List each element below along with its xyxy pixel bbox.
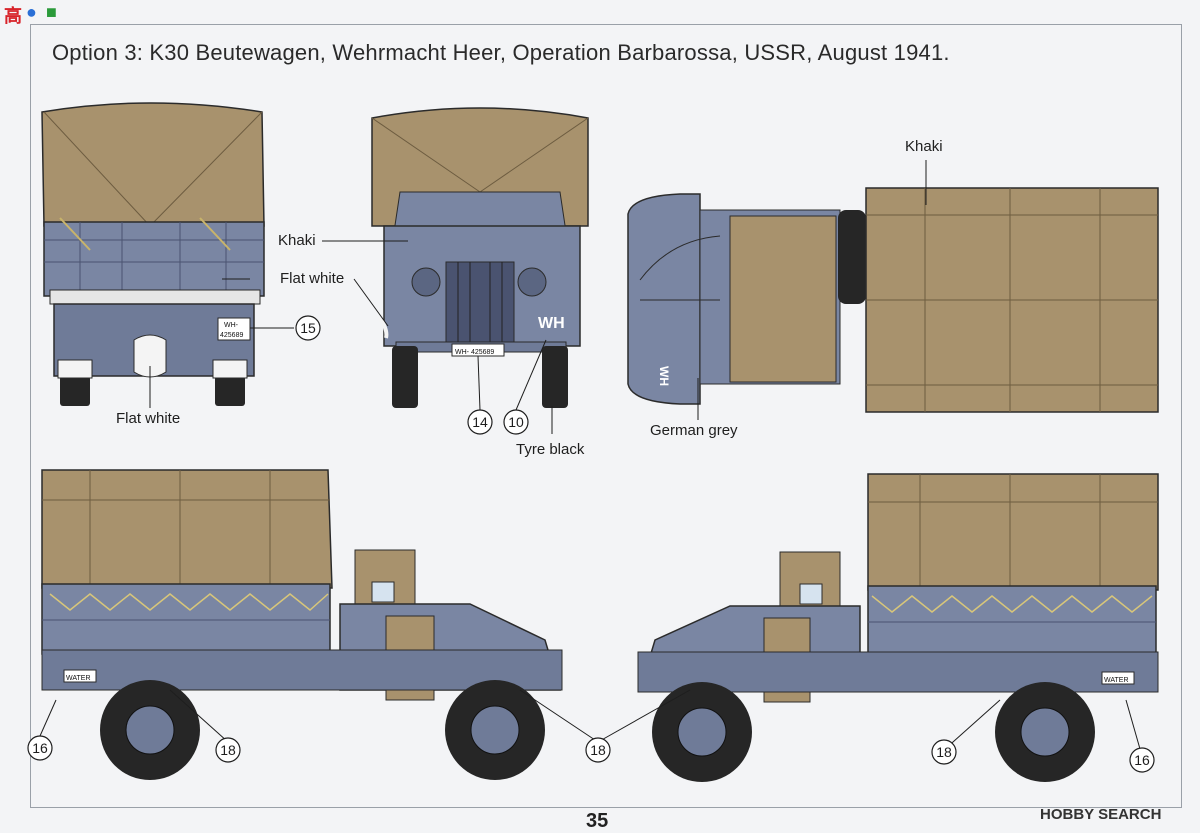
front-grille [445, 261, 515, 345]
rear-plate-bottom-text: 425689 [220, 332, 243, 339]
site-logo: 高 ● ■ [4, 2, 57, 26]
callout-16-left-circle [27, 735, 53, 761]
page-frame [30, 24, 1182, 808]
rear-tyre-left [60, 376, 90, 406]
right-side-view [637, 473, 1159, 782]
callout-16-left: 16 [32, 740, 48, 756]
page-number: 35 [586, 810, 609, 832]
right-water-stencil: WATER [1104, 677, 1129, 684]
callout-18-centre-circle [585, 737, 611, 763]
left-water-stencil-box [63, 669, 97, 683]
callout-18-right: 18 [936, 744, 952, 760]
front-view [371, 107, 589, 408]
page-title: Option 3: K30 Beutewagen, Wehrmacht Heer… [52, 40, 950, 65]
callout-15: 15 [300, 320, 316, 336]
top-spare-tyre [838, 210, 866, 304]
callout-10-circle [503, 409, 529, 435]
label-tyre-black: Tyre black [516, 441, 585, 458]
callout-14-circle [467, 409, 493, 435]
left-chassis [41, 649, 563, 691]
left-cab-window [371, 581, 395, 603]
right-water-stencil-box [1101, 671, 1135, 685]
top-cab-roof [729, 215, 837, 383]
rear-tilt-canvas [41, 102, 265, 227]
front-tyre-left [392, 346, 418, 408]
headlight-left [411, 267, 441, 297]
callout-10: 10 [508, 414, 524, 430]
headlight-right [517, 267, 547, 297]
leader-lines [39, 160, 1143, 757]
rear-view [41, 102, 265, 406]
callout-15-circle [295, 315, 321, 341]
left-water-stencil: WATER [66, 675, 91, 682]
left-body-sides [41, 583, 331, 655]
top-wh-marking: WH [657, 366, 671, 386]
callout-18-right-circle [931, 739, 957, 765]
callout-18-left-b: 18 [590, 742, 606, 758]
rear-tyre-right [215, 376, 245, 406]
rear-number-plate [217, 317, 251, 341]
label-khaki-top: Khaki [905, 138, 943, 155]
right-cab-window [799, 583, 823, 605]
top-view [627, 187, 1159, 413]
front-tyre-right [542, 346, 568, 408]
right-tilt-canvas [867, 473, 1159, 591]
label-german-grey: German grey [650, 422, 738, 439]
label-khaki-front: Khaki [278, 232, 316, 249]
callout-circles [27, 315, 1155, 773]
label-flat-white-front: Flat white [280, 270, 345, 287]
rear-plate-top-text: WH- [224, 322, 239, 329]
callout-18-left-a: 18 [220, 742, 236, 758]
label-flat-white-rear: Flat white [116, 410, 181, 427]
front-plate-text: WH- 425689 [455, 349, 494, 356]
rear-tow-hitch [133, 334, 167, 378]
callout-18-left-circle [215, 737, 241, 763]
left-side-view [41, 469, 563, 780]
rear-body-panel [43, 221, 265, 297]
callout-16-right-circle [1129, 747, 1155, 773]
left-tilt-canvas [41, 469, 333, 589]
right-chassis [637, 651, 1159, 693]
callout-14: 14 [472, 414, 488, 430]
hobby-search-watermark: HOBBY SEARCH [1040, 806, 1162, 823]
callout-16-right: 16 [1134, 752, 1150, 768]
top-bonnet [627, 193, 701, 405]
front-wh-marking: WH [538, 315, 565, 332]
right-body-sides [867, 585, 1157, 657]
